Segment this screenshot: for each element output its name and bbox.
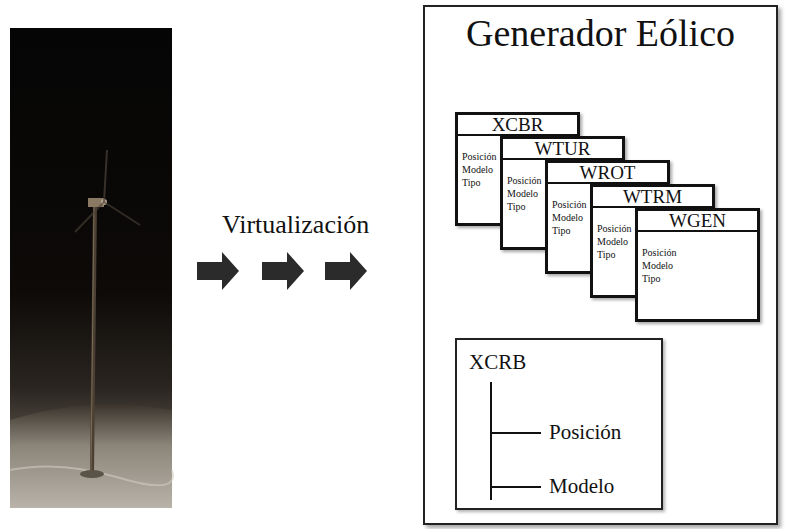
arrow-chevrons: [197, 252, 367, 290]
logical-node-tree: XCRB PosiciónModelo: [455, 338, 663, 510]
card-heading: XCBR: [458, 115, 577, 136]
caption-label: Virtualización: [222, 210, 369, 240]
tree-branch: [491, 486, 541, 488]
card-body-text: Posición Modelo Tipo: [593, 208, 631, 261]
tree-item: Posición: [549, 420, 621, 444]
logical-node-card: WGENPosición Modelo Tipo: [635, 208, 760, 322]
tree-heading: XCRB: [469, 350, 526, 374]
card-heading: WTUR: [503, 139, 622, 160]
box-title: Generador Eólico: [425, 11, 776, 55]
card-heading: WTRM: [593, 187, 712, 208]
wind-turbine-photo: [10, 28, 173, 508]
system-box: Generador EólicoXCBRPosición Modelo Tipo…: [423, 5, 778, 525]
card-body-text: Posición Modelo Tipo: [503, 160, 541, 213]
card-body-text: Posición Modelo Tipo: [458, 136, 496, 189]
tree-branch: [491, 432, 541, 434]
tree-item: Modelo: [549, 474, 614, 498]
card-heading: WGEN: [638, 211, 757, 232]
tree-branch: [490, 382, 492, 500]
card-body-text: Posición Modelo Tipo: [548, 184, 586, 237]
card-heading: WROT: [548, 163, 667, 184]
card-body-text: Posición Modelo Tipo: [638, 232, 676, 285]
